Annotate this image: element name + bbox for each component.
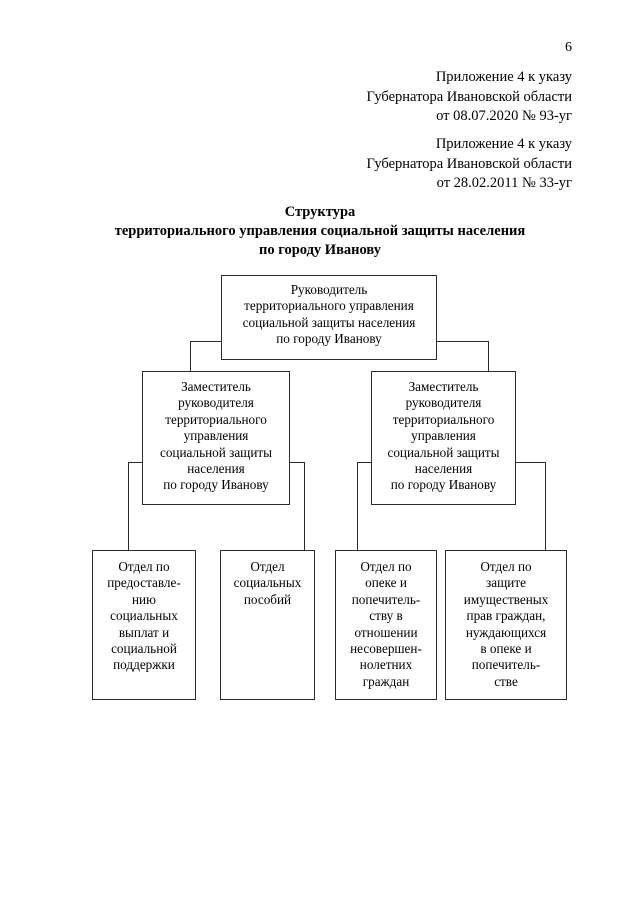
connector-left-deputy-to-payments-vertical (128, 462, 130, 551)
page-title-line-3: по городу Иванову (259, 242, 381, 258)
org-node-department-payments-label: Отдел по предоставле- нию социальных вып… (107, 559, 181, 673)
org-node-department-payments: Отдел по предоставле- нию социальных вып… (92, 550, 196, 700)
reference-block-first: Приложение 4 к указу Губернатора Ивановс… (367, 68, 572, 127)
connector-root-to-right-deputy-horizontal (436, 341, 489, 343)
reference-line: Приложение 4 к указу (435, 136, 572, 152)
org-node-department-guardianship: Отдел по опеке и попечитель- ству в отно… (335, 550, 437, 700)
org-node-head: Руководитель территориального управления… (221, 275, 437, 360)
page-number: 6 (565, 40, 572, 55)
reference-line: Губернатора Ивановской области (366, 155, 572, 172)
org-node-department-benefits: Отдел социальных пособий (220, 550, 315, 700)
connector-right-deputy-to-property-vertical (545, 462, 547, 551)
connector-right-deputy-to-guardianship-horizontal (357, 462, 372, 464)
reference-line: от 08.07.2020 № 93-уг (436, 108, 572, 124)
reference-line: Приложение 4 к указу (435, 69, 572, 85)
org-node-deputy-right-label: Заместитель руководителя территориальног… (387, 379, 500, 493)
connector-root-to-left-deputy-horizontal (190, 341, 222, 343)
connector-right-deputy-to-property-horizontal (515, 462, 546, 464)
org-node-department-property: Отдел по защите имущественых прав гражда… (445, 550, 567, 700)
org-node-deputy-left-label: Заместитель руководителя территориальног… (159, 379, 273, 493)
org-node-department-guardianship-label: Отдел по опеке и попечитель- ству в отно… (350, 559, 422, 689)
connector-left-deputy-to-benefits-vertical (304, 462, 306, 551)
page-title: Структура территориального управления со… (0, 203, 640, 260)
org-node-deputy-right: Заместитель руководителя территориальног… (371, 371, 516, 505)
reference-block-second: Приложение 4 к указу Губернатора Ивановс… (367, 135, 572, 194)
reference-line: Губернатора Ивановской области (366, 88, 572, 105)
connector-left-deputy-to-benefits-horizontal (289, 462, 305, 464)
org-node-deputy-left: Заместитель руководителя территориальног… (142, 371, 290, 505)
connector-root-to-left-deputy-vertical (190, 341, 192, 372)
connector-root-to-right-deputy-vertical (488, 341, 490, 372)
connector-right-deputy-to-guardianship-vertical (357, 462, 359, 551)
connector-left-deputy-to-payments-horizontal (128, 462, 143, 464)
org-node-head-label: Руководитель территориального управления… (242, 282, 416, 347)
page-title-line-1: Структура (284, 204, 356, 220)
reference-line: от 28.02.2011 № 33-уг (436, 175, 572, 191)
org-node-department-property-label: Отдел по защите имущественых прав гражда… (463, 559, 549, 689)
org-node-department-benefits-label: Отдел социальных пособий (233, 559, 302, 607)
page-title-line-2: территориального управления социальной з… (114, 223, 526, 239)
